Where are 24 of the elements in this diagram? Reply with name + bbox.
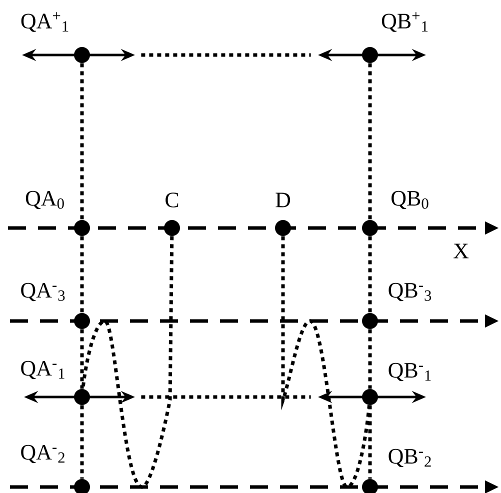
dotted-connector	[368, 63, 372, 220]
dotted-connector	[141, 53, 311, 57]
dotted-connector	[80, 63, 84, 220]
point-label: C	[166, 192, 178, 208]
dotted-connector	[368, 405, 372, 479]
dotted-connector	[80, 236, 84, 313]
point-label: QA$^{-}$2	[21, 444, 64, 464]
point-label: QB$^{-}$1	[388, 362, 431, 382]
point-label: QB$^{-}$2	[388, 448, 431, 468]
dotted-connector	[80, 329, 84, 389]
point-label: QB$^{+}$1	[382, 12, 428, 32]
point-label: QB$_{0}$	[392, 190, 428, 210]
dotted-connector	[368, 236, 372, 313]
point-label: QB$^{-}$3	[388, 282, 432, 302]
dotted-connector	[368, 329, 372, 389]
point-label: QA$^{-}$3	[21, 282, 65, 302]
point-label: QA$^{-}$1	[21, 360, 64, 380]
point-label: QA$^{+}$1	[21, 12, 68, 32]
dotted-connector	[81, 236, 174, 489]
dotted-connector	[80, 405, 84, 479]
dotted-connector	[141, 395, 311, 399]
axis-label: X	[454, 244, 469, 258]
point-label: D	[276, 192, 290, 208]
point-label: QA$_{0}$	[26, 190, 64, 210]
